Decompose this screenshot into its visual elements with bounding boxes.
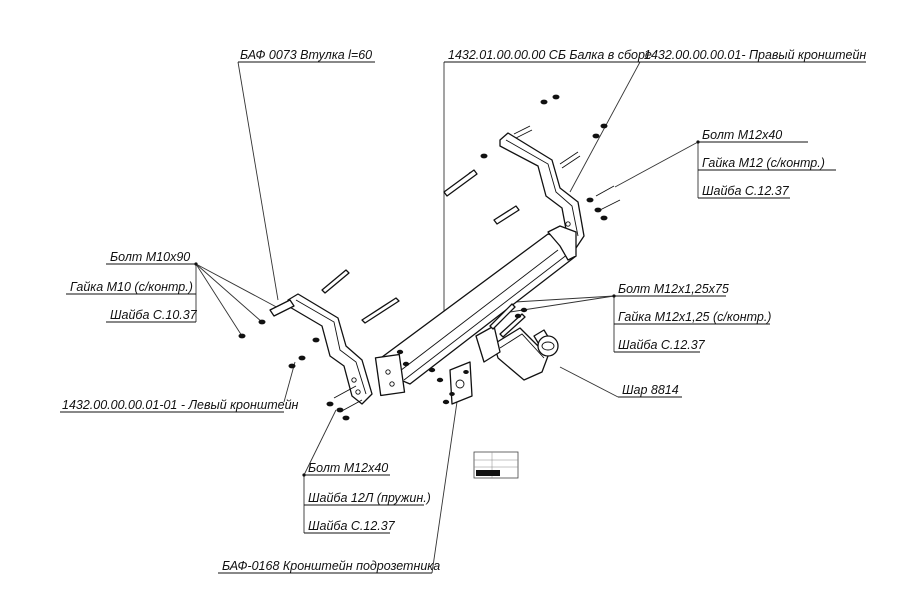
label-left-bolt: Болт М10х90 bbox=[110, 250, 190, 264]
title-block-stamp bbox=[473, 451, 519, 479]
labels: БАФ 0073 Втулка l=60 1432.01.00.00.00 СБ… bbox=[62, 48, 866, 573]
label-mid-washer: Шайба С.12.37 bbox=[618, 338, 706, 352]
left-bolts bbox=[238, 269, 400, 369]
label-left-nut: Гайка М10 (с/контр.) bbox=[70, 280, 193, 294]
label-right-bracket: 1432.00.00.00.01- Правый кронштейн bbox=[644, 48, 866, 62]
socket-bracket bbox=[449, 361, 473, 405]
beam-mount-hardware bbox=[396, 349, 450, 405]
label-left-washer: Шайба С.10.37 bbox=[110, 308, 198, 322]
label-right-bolt: Болт М12х40 bbox=[702, 128, 782, 142]
label-socket-bracket: БАФ-0168 Кронштейн подрозетника bbox=[222, 559, 440, 573]
bottom-bolts bbox=[326, 385, 363, 421]
tow-arm bbox=[475, 325, 549, 381]
label-right-nut: Гайка М12 (с/контр.) bbox=[702, 156, 825, 170]
left-bracket bbox=[287, 293, 373, 405]
label-bushing: БАФ 0073 Втулка l=60 bbox=[240, 48, 372, 62]
label-ball: Шар 8814 bbox=[622, 383, 679, 397]
right-lower-bolts bbox=[586, 185, 621, 221]
label-bottom-spring-washer: Шайба 12Л (пружин.) bbox=[308, 491, 431, 505]
mid-bolts bbox=[489, 303, 528, 338]
label-beam-assembly: 1432.01.00.00.00 СБ Балка в сборе bbox=[448, 48, 652, 62]
label-left-bracket: 1432.00.00.00.01-01 - Левый кронштейн bbox=[62, 398, 299, 412]
label-mid-bolt: Болт М12х1,25х75 bbox=[618, 282, 729, 296]
tow-ball bbox=[533, 329, 559, 357]
label-mid-nut: Гайка М12х1,25 (с/контр.) bbox=[618, 310, 771, 324]
main-beam bbox=[374, 225, 577, 397]
label-bottom-washer: Шайба С.12.37 bbox=[308, 519, 396, 533]
leader-lines bbox=[195, 61, 699, 574]
label-underlines bbox=[60, 61, 866, 574]
beam-long-bolts bbox=[443, 169, 520, 225]
label-bottom-bolt: Болт М12х40 bbox=[308, 461, 388, 475]
label-right-washer: Шайба С.12.37 bbox=[702, 184, 790, 198]
